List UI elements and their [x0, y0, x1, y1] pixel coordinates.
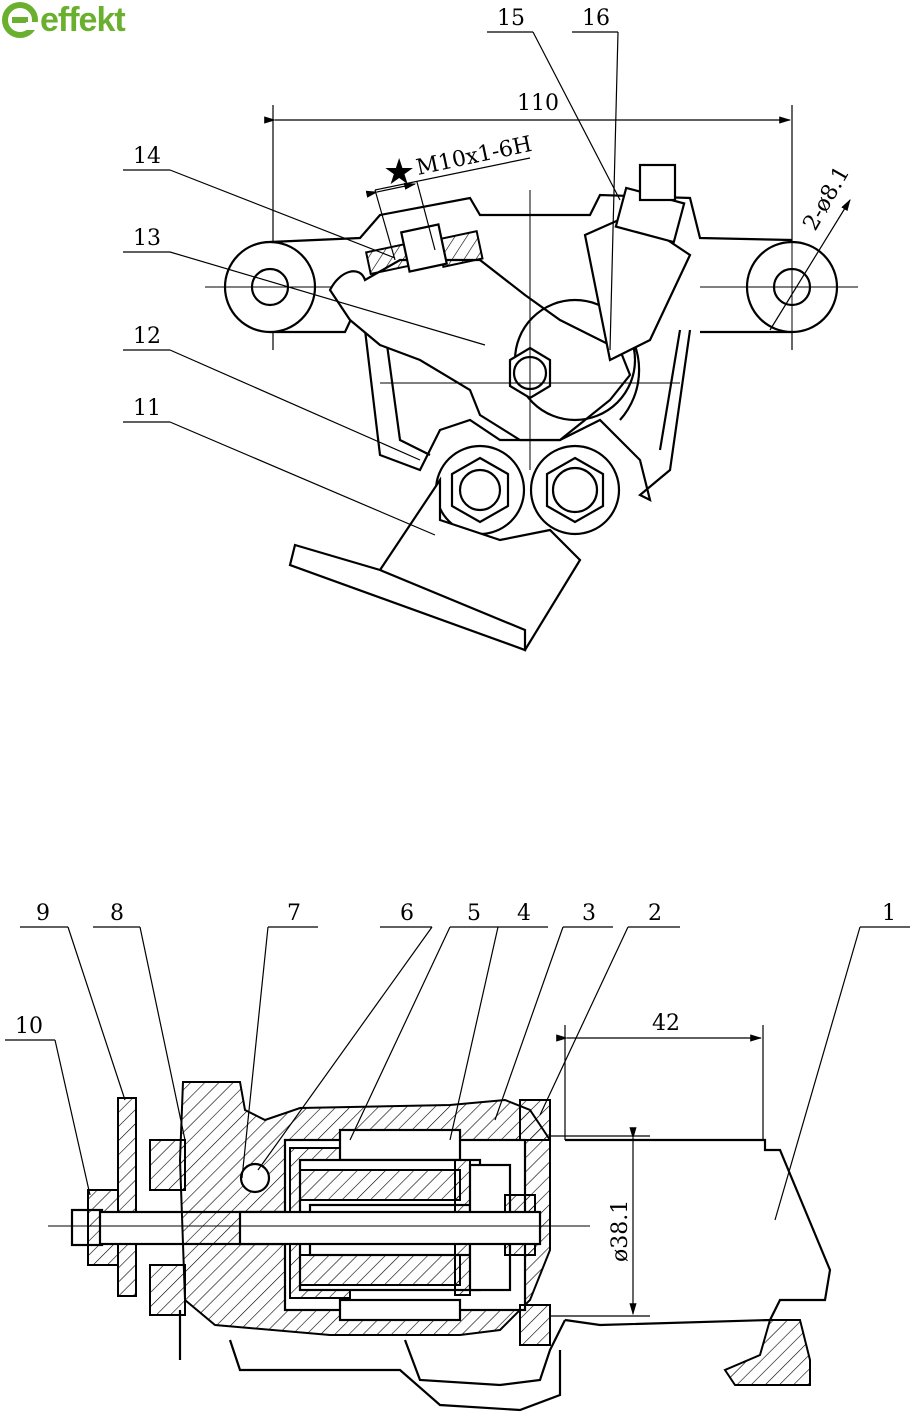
- label-4: 4: [517, 901, 531, 926]
- label-2: 2: [648, 901, 662, 926]
- dimension-diameter: ø38.1: [608, 1200, 633, 1262]
- svg-text:★: ★: [383, 152, 415, 193]
- label-6: 6: [400, 901, 414, 926]
- logo-text: effekt: [40, 1, 126, 39]
- label-15: 15: [497, 6, 525, 31]
- label-10: 10: [15, 1014, 43, 1039]
- top-view: 110 2-ø8.1: [123, 6, 858, 652]
- dimension-110: 110: [517, 91, 559, 116]
- label-11: 11: [133, 396, 161, 421]
- section-view: 42 ø38.1 9 8 7 6 5: [5, 901, 910, 1412]
- logo-e-icon: [2, 2, 38, 38]
- label-9: 9: [36, 901, 50, 926]
- thread-note: M10x1-6H: [414, 132, 534, 181]
- dimension-42: 42: [652, 1011, 680, 1036]
- brand-logo: effekt: [2, 0, 126, 40]
- label-1: 1: [882, 901, 896, 926]
- label-14: 14: [133, 144, 161, 169]
- label-3: 3: [582, 901, 596, 926]
- label-16: 16: [582, 6, 610, 31]
- dimension-holes: 2-ø8.1: [799, 162, 855, 235]
- label-7: 7: [287, 901, 301, 926]
- label-13: 13: [133, 226, 161, 251]
- label-12: 12: [133, 324, 161, 349]
- label-5: 5: [467, 901, 481, 926]
- label-8: 8: [110, 901, 124, 926]
